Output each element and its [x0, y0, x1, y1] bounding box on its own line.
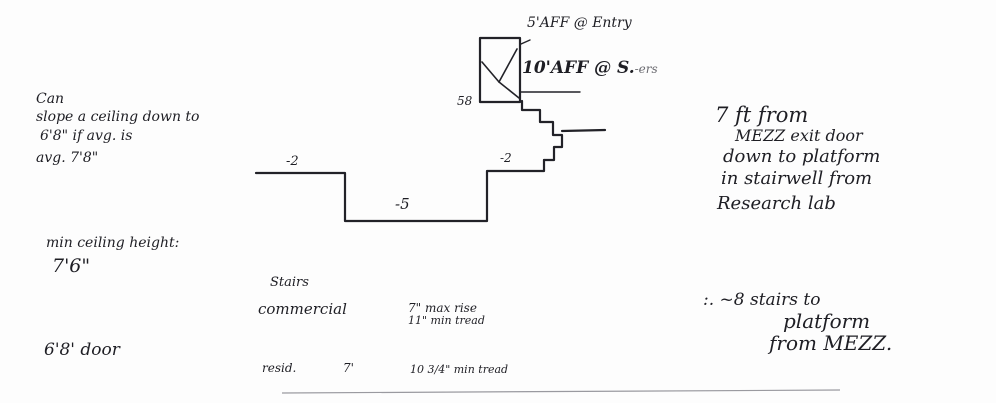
stairs-count-line: :. ~8 stairs to — [703, 290, 821, 310]
box-diagonal-2 — [498, 81, 520, 99]
stairs-commercial-label: commercial — [258, 300, 347, 318]
box-label-height-suffix: -ers — [634, 62, 658, 76]
box-corner-label: 58 — [457, 94, 473, 108]
commercial-tread: 11" min tread — [408, 313, 485, 327]
stairs-commercial-specs: 7" max rise 11" min tread — [408, 302, 485, 326]
step-label-left: -2 — [286, 154, 299, 169]
ceiling-note-line: 6'8" if avg. is — [40, 128, 133, 145]
stairs-resid-tread: 10 3/4" min tread — [410, 363, 509, 376]
stairs-resid-label: resid. — [262, 361, 297, 375]
box-arrow — [520, 39, 531, 45]
entry-box — [478, 36, 522, 104]
box-label-height: 10'AFF @ S.-ers — [522, 58, 658, 78]
ceiling-note-line: Can — [36, 91, 65, 107]
min-ceiling-value: 7'6" — [52, 255, 91, 277]
door-height-note: 6'8' door — [44, 340, 120, 360]
step-label-right: -2 — [500, 151, 512, 165]
mezz-note-line: 7 ft from — [715, 103, 809, 127]
min-ceiling-label: min ceiling height: — [46, 235, 180, 251]
mezz-note-line: MEZZ exit door — [735, 126, 863, 146]
stairs-count-line: from MEZZ. — [769, 330, 893, 355]
stairs-heading: Stairs — [270, 275, 309, 290]
sheet-bottom-rule — [281, 389, 841, 394]
mezz-note-line: down to platform — [723, 145, 881, 167]
stairs-count-note: :. ~8 stairs to platform from MEZZ. — [703, 290, 893, 355]
ceiling-note-line: slope a ceiling down to — [36, 108, 200, 125]
stairs-count-line: platform — [783, 308, 871, 333]
box-label-entry: 5'AFF @ Entry — [527, 15, 632, 31]
ceiling-slope-note: Can slope a ceiling down to 6'8" if avg.… — [36, 92, 199, 166]
floor-section-outline — [254, 158, 546, 223]
step-label-middle: -5 — [395, 195, 410, 213]
mezz-distance-note: 7 ft from MEZZ exit door down to platfor… — [715, 104, 880, 214]
stairs-resid-rise: 7' — [343, 361, 354, 375]
box-diagonal-1 — [481, 48, 518, 83]
mezz-note-line: Research lab — [717, 192, 836, 214]
commercial-rise: 7" max rise — [408, 301, 477, 315]
box-label-height-text: 10'AFF @ S. — [522, 58, 635, 78]
mezz-note-line: in stairwell from — [721, 167, 873, 189]
stair-profile — [520, 99, 564, 162]
stair-extension-line — [560, 128, 607, 133]
ceiling-note-line: avg. 7'8" — [36, 150, 99, 167]
